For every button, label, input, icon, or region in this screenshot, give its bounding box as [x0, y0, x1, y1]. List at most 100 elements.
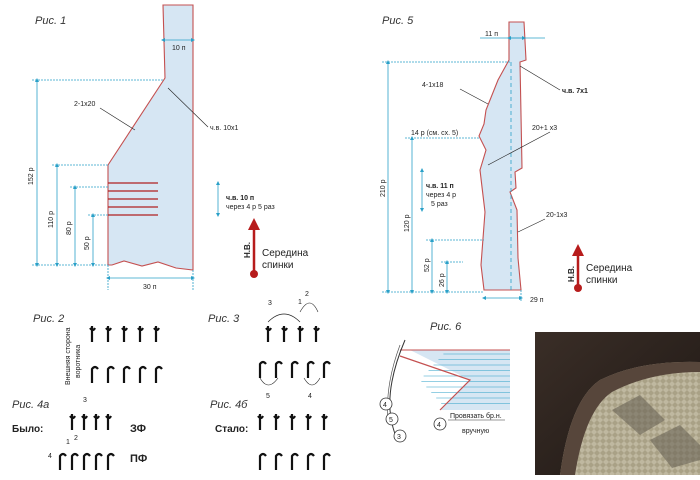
stitch-glyph	[306, 452, 315, 470]
fig4a-num-2: 2	[74, 435, 78, 442]
stitch-glyph	[69, 414, 76, 430]
fig3-arrow-5	[259, 377, 279, 386]
fig1-short-rows2-line1: ч.в. 10 п	[226, 195, 254, 202]
fig5-direction-arrow	[572, 244, 584, 292]
fig1-short-row-lines	[108, 182, 158, 216]
fig1-direction-label: Н.В.	[243, 242, 252, 258]
fig5-short-rows-line1: ч.в. 11 п	[426, 183, 454, 190]
fig5-short-rows-line2: через 4 р	[426, 192, 456, 199]
fig6-num-4b: 4	[437, 422, 441, 429]
fig6-num-5: 5	[389, 417, 393, 424]
fig3-caption: Рис. 3	[208, 313, 240, 325]
fig1-height-mid: 110 р	[48, 211, 55, 228]
fig5-height-120: 120 р	[404, 214, 411, 232]
fig1-center-line1: Середина	[262, 248, 309, 259]
fig5-decrease-b-label: 20-1х3	[546, 212, 568, 219]
stitch-glyph	[82, 452, 91, 470]
figure-1: Рис. 1 10 п 2-1х20 ч.в. 10х1 152 р 110 р…	[28, 4, 309, 291]
stitch-glyph	[105, 414, 112, 430]
fig6-marker-4b	[433, 417, 447, 431]
fig4a-pf-label: ПФ	[130, 453, 147, 465]
fig5-increase-label: 20+1 х3	[532, 125, 557, 132]
stitch-glyph	[265, 326, 272, 342]
stitch-glyph	[106, 452, 115, 470]
fig6-marker-3	[393, 429, 407, 443]
stitch-glyph	[297, 326, 304, 342]
stitch-glyph	[274, 452, 283, 470]
stitch-glyph	[154, 365, 163, 383]
fig4a-zf-label: ЗФ	[130, 423, 146, 435]
fig5-bottom-width: 29 п	[530, 297, 544, 304]
stitch-glyph	[313, 326, 320, 342]
stitch-glyph	[305, 414, 312, 430]
fig3-stitch-symbols	[258, 326, 331, 378]
stitch-glyph	[274, 360, 283, 378]
stitch-glyph	[281, 326, 288, 342]
stitch-glyph	[94, 452, 103, 470]
stitch-glyph	[273, 414, 280, 430]
fig1-bottom-width: 30 п	[143, 284, 157, 291]
fig5-direction-label: Н.В.	[567, 266, 576, 282]
fig6-note-line2: вручную	[462, 428, 489, 435]
fig3-num-1: 1	[298, 299, 302, 306]
stitch-glyph	[322, 360, 331, 378]
fig1-center-line2: спинки	[262, 260, 293, 271]
stitch-glyph	[93, 414, 100, 430]
fig1-direction-arrow	[248, 218, 260, 278]
stitch-glyph	[138, 365, 147, 383]
figure-4b: Рис. 4б Стало:	[210, 399, 331, 470]
stitch-glyph	[90, 365, 99, 383]
stitch-glyph	[105, 326, 112, 342]
fig2-side-line2: воротника	[75, 345, 82, 378]
fig2-caption: Рис. 2	[33, 313, 64, 325]
fig6-num-4a: 4	[383, 402, 387, 409]
fig6-knitted-fabric	[399, 349, 510, 411]
fig5-height-total: 210 р	[380, 179, 387, 197]
figure-4a: Рис. 4а Было: ЗФ ПФ 3 2 1 4	[12, 397, 147, 470]
fig4b-stitch-symbols	[257, 414, 331, 470]
collar-photo	[535, 332, 700, 475]
figure-6: Рис. 6 4 5 3 4 Провязать бр.н. вручную	[379, 321, 510, 443]
stitch-glyph	[58, 452, 67, 470]
stitch-glyph	[106, 365, 115, 383]
fig1-height-50: 50 р	[84, 236, 91, 250]
fig5-center-line1: Середина	[586, 263, 633, 274]
figure-3: Рис. 3 3 2 1 5 4	[208, 291, 331, 400]
fig4a-num-1: 1	[66, 439, 70, 446]
fig1-caption: Рис. 1	[35, 15, 66, 27]
stitch-glyph	[290, 452, 299, 470]
stitch-glyph	[321, 414, 328, 430]
fig4b-caption: Рис. 4б	[210, 399, 248, 411]
figure-2: Рис. 2 Внешняя сторона воротника	[33, 313, 163, 385]
stitch-glyph	[81, 414, 88, 430]
fig1-top-width: 10 п	[172, 45, 186, 52]
stitch-glyph	[257, 414, 264, 430]
fig4b-became-label: Стало:	[215, 424, 248, 435]
stitch-glyph	[258, 360, 267, 378]
fig4a-stitch-symbols	[58, 414, 115, 470]
stitch-glyph	[289, 414, 296, 430]
fig2-stitch-symbols	[89, 326, 163, 383]
fig5-short-rows-top: ч.в. 7х1	[562, 88, 588, 95]
fig4a-num-3: 3	[83, 397, 87, 404]
fig1-height-80: 80 р	[66, 221, 73, 235]
stitch-glyph	[306, 360, 315, 378]
fig5-center-line2: спинки	[586, 275, 617, 286]
fig3-num-2: 2	[305, 291, 309, 298]
fig2-side-line1: Внешняя сторона	[65, 327, 72, 385]
fig5-ref-label: 14 р (см. сх. 5)	[411, 130, 458, 137]
fig3-num-4: 4	[308, 393, 312, 400]
fig6-note-line1: Провязать бр.н.	[450, 412, 502, 420]
stitch-glyph	[153, 326, 160, 342]
fig5-decrease-label: 4-1х18	[422, 82, 444, 89]
fig5-height-52: 52 р	[424, 258, 431, 272]
fig4a-num-4: 4	[48, 453, 52, 460]
stitch-glyph	[70, 452, 79, 470]
stitch-glyph	[290, 360, 299, 378]
fig5-height-26: 26 р	[439, 273, 446, 287]
fig3-arrow-3	[267, 313, 301, 323]
fig3-num-3: 3	[268, 300, 272, 307]
fig5-top-width: 11 п	[485, 31, 498, 38]
